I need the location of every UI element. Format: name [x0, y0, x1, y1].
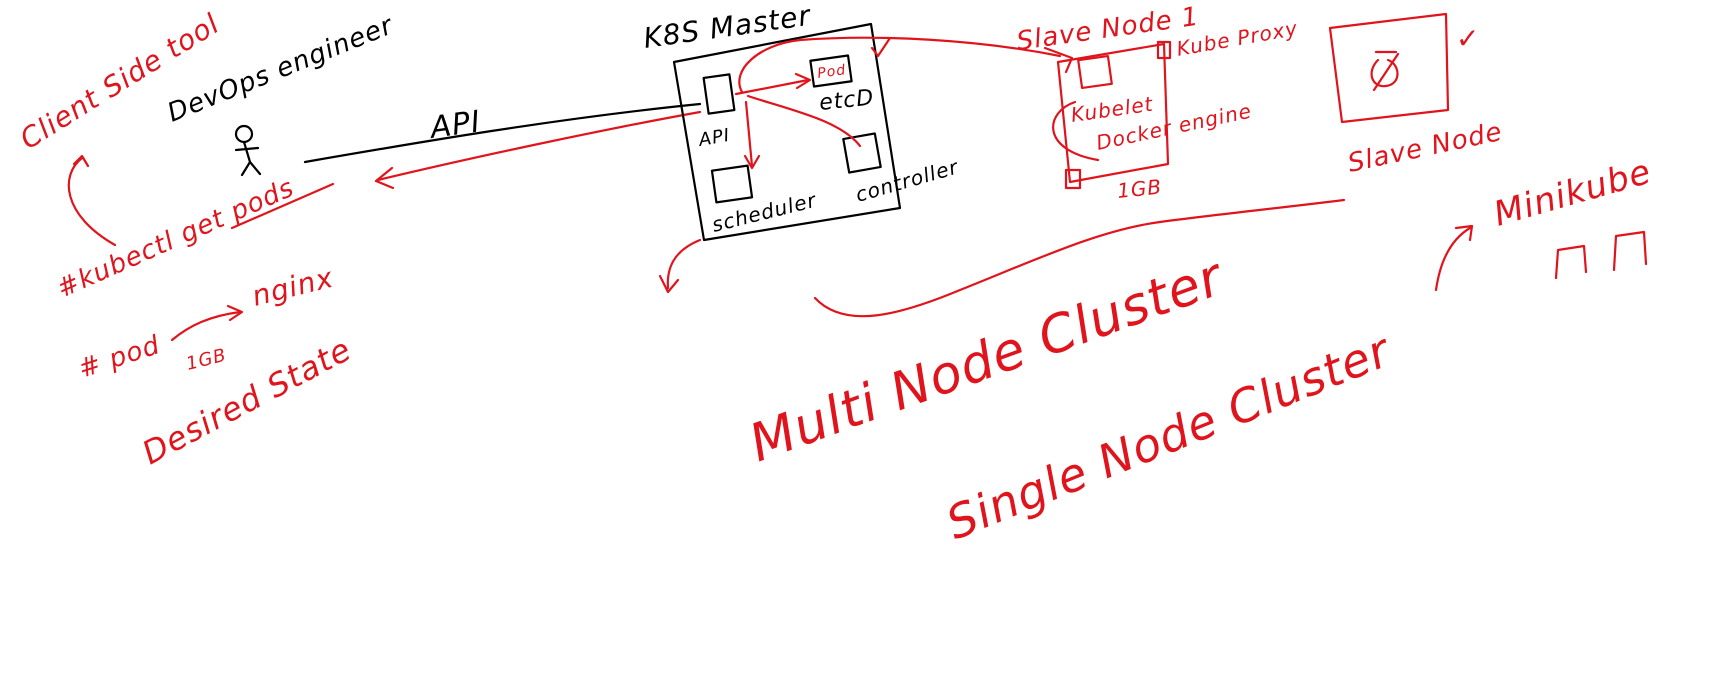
api-to-scheduler-arrow-head [743, 154, 761, 170]
api-connection-line [303, 102, 702, 164]
devops-engineer-figure [234, 124, 262, 177]
api-to-etcd-arrow-head [794, 72, 812, 90]
single-to-minikube-arrow-head [1454, 224, 1474, 242]
controller-label: controller [853, 154, 962, 206]
master-check-mark [870, 36, 892, 58]
slave-node-2-check: ✓ [1456, 22, 1480, 55]
client-side-tool-label: Client Side tool [14, 7, 225, 156]
disabled-docker-icon [1370, 50, 1400, 92]
slave-node-2-group: ✓ Slave Node [1328, 12, 1505, 179]
response-arrow [376, 110, 702, 182]
single-to-minikube-arrow [1434, 226, 1472, 292]
pod-line-label: # pod [75, 330, 164, 384]
api-line-label: API [426, 104, 483, 146]
etcd-pod-label: Pod [816, 62, 847, 82]
api-server-box [702, 73, 736, 115]
slave-node-2-title: Slave Node [1345, 117, 1505, 179]
kube-proxy-box [1156, 40, 1172, 60]
pod-size: 1GB [184, 345, 229, 375]
master-to-slave-arrow-head [1043, 46, 1074, 74]
api-to-scheduler-arrow [744, 100, 754, 168]
k8s-master-title: K8S Master [641, 0, 813, 55]
master-to-slave-arrow [738, 36, 1062, 94]
scheduler-box [710, 164, 754, 204]
etcd-label: etcD [818, 85, 876, 116]
get-pods-underline [230, 182, 335, 230]
api-server-label: API [696, 125, 732, 151]
cluster-wavy-line [813, 198, 1346, 318]
kubelet-docker-link [1052, 100, 1100, 162]
client-side-arrow-head [72, 154, 90, 168]
slave-small-box [1064, 168, 1082, 190]
etcd-box [809, 54, 853, 88]
pod-nginx-arrow [170, 310, 242, 342]
slave-node-1-size: 1GB [1116, 174, 1163, 203]
slave-node-1-title: Slave Node 1 [1015, 2, 1201, 57]
controller-box [842, 132, 882, 174]
figure-head [234, 124, 254, 144]
kubelet-box [1077, 54, 1113, 90]
desired-state-label: Desired State [136, 330, 358, 472]
minikube-node-icon-1 [1554, 244, 1588, 280]
master-down-arrow [666, 238, 702, 290]
client-side-arrow [67, 156, 117, 247]
figure-body [234, 140, 262, 177]
slave-node-2-box [1328, 12, 1450, 124]
api-to-etcd-arrow [734, 78, 810, 96]
client-side-group: Client Side tool DevOps engineer API #ku… [14, 7, 702, 472]
minikube-node-icon-2 [1612, 230, 1648, 272]
master-down-arrow-head [658, 274, 680, 294]
pod-nginx-arrow-head [226, 304, 244, 322]
k8s-master-box [672, 22, 902, 242]
k8s-master-group: K8S Master API Pod etcD scheduler contro… [641, 0, 1074, 294]
pod-nginx-target: nginx [249, 261, 337, 313]
slave-node-1-box [1056, 42, 1170, 184]
response-arrow-head [374, 166, 395, 190]
slave-node-1-group: Slave Node 1 Kubelet Docker engine Kube … [1015, 2, 1300, 203]
minikube-label: Minikube [1489, 152, 1655, 235]
api-to-controller-arrow [746, 94, 862, 148]
